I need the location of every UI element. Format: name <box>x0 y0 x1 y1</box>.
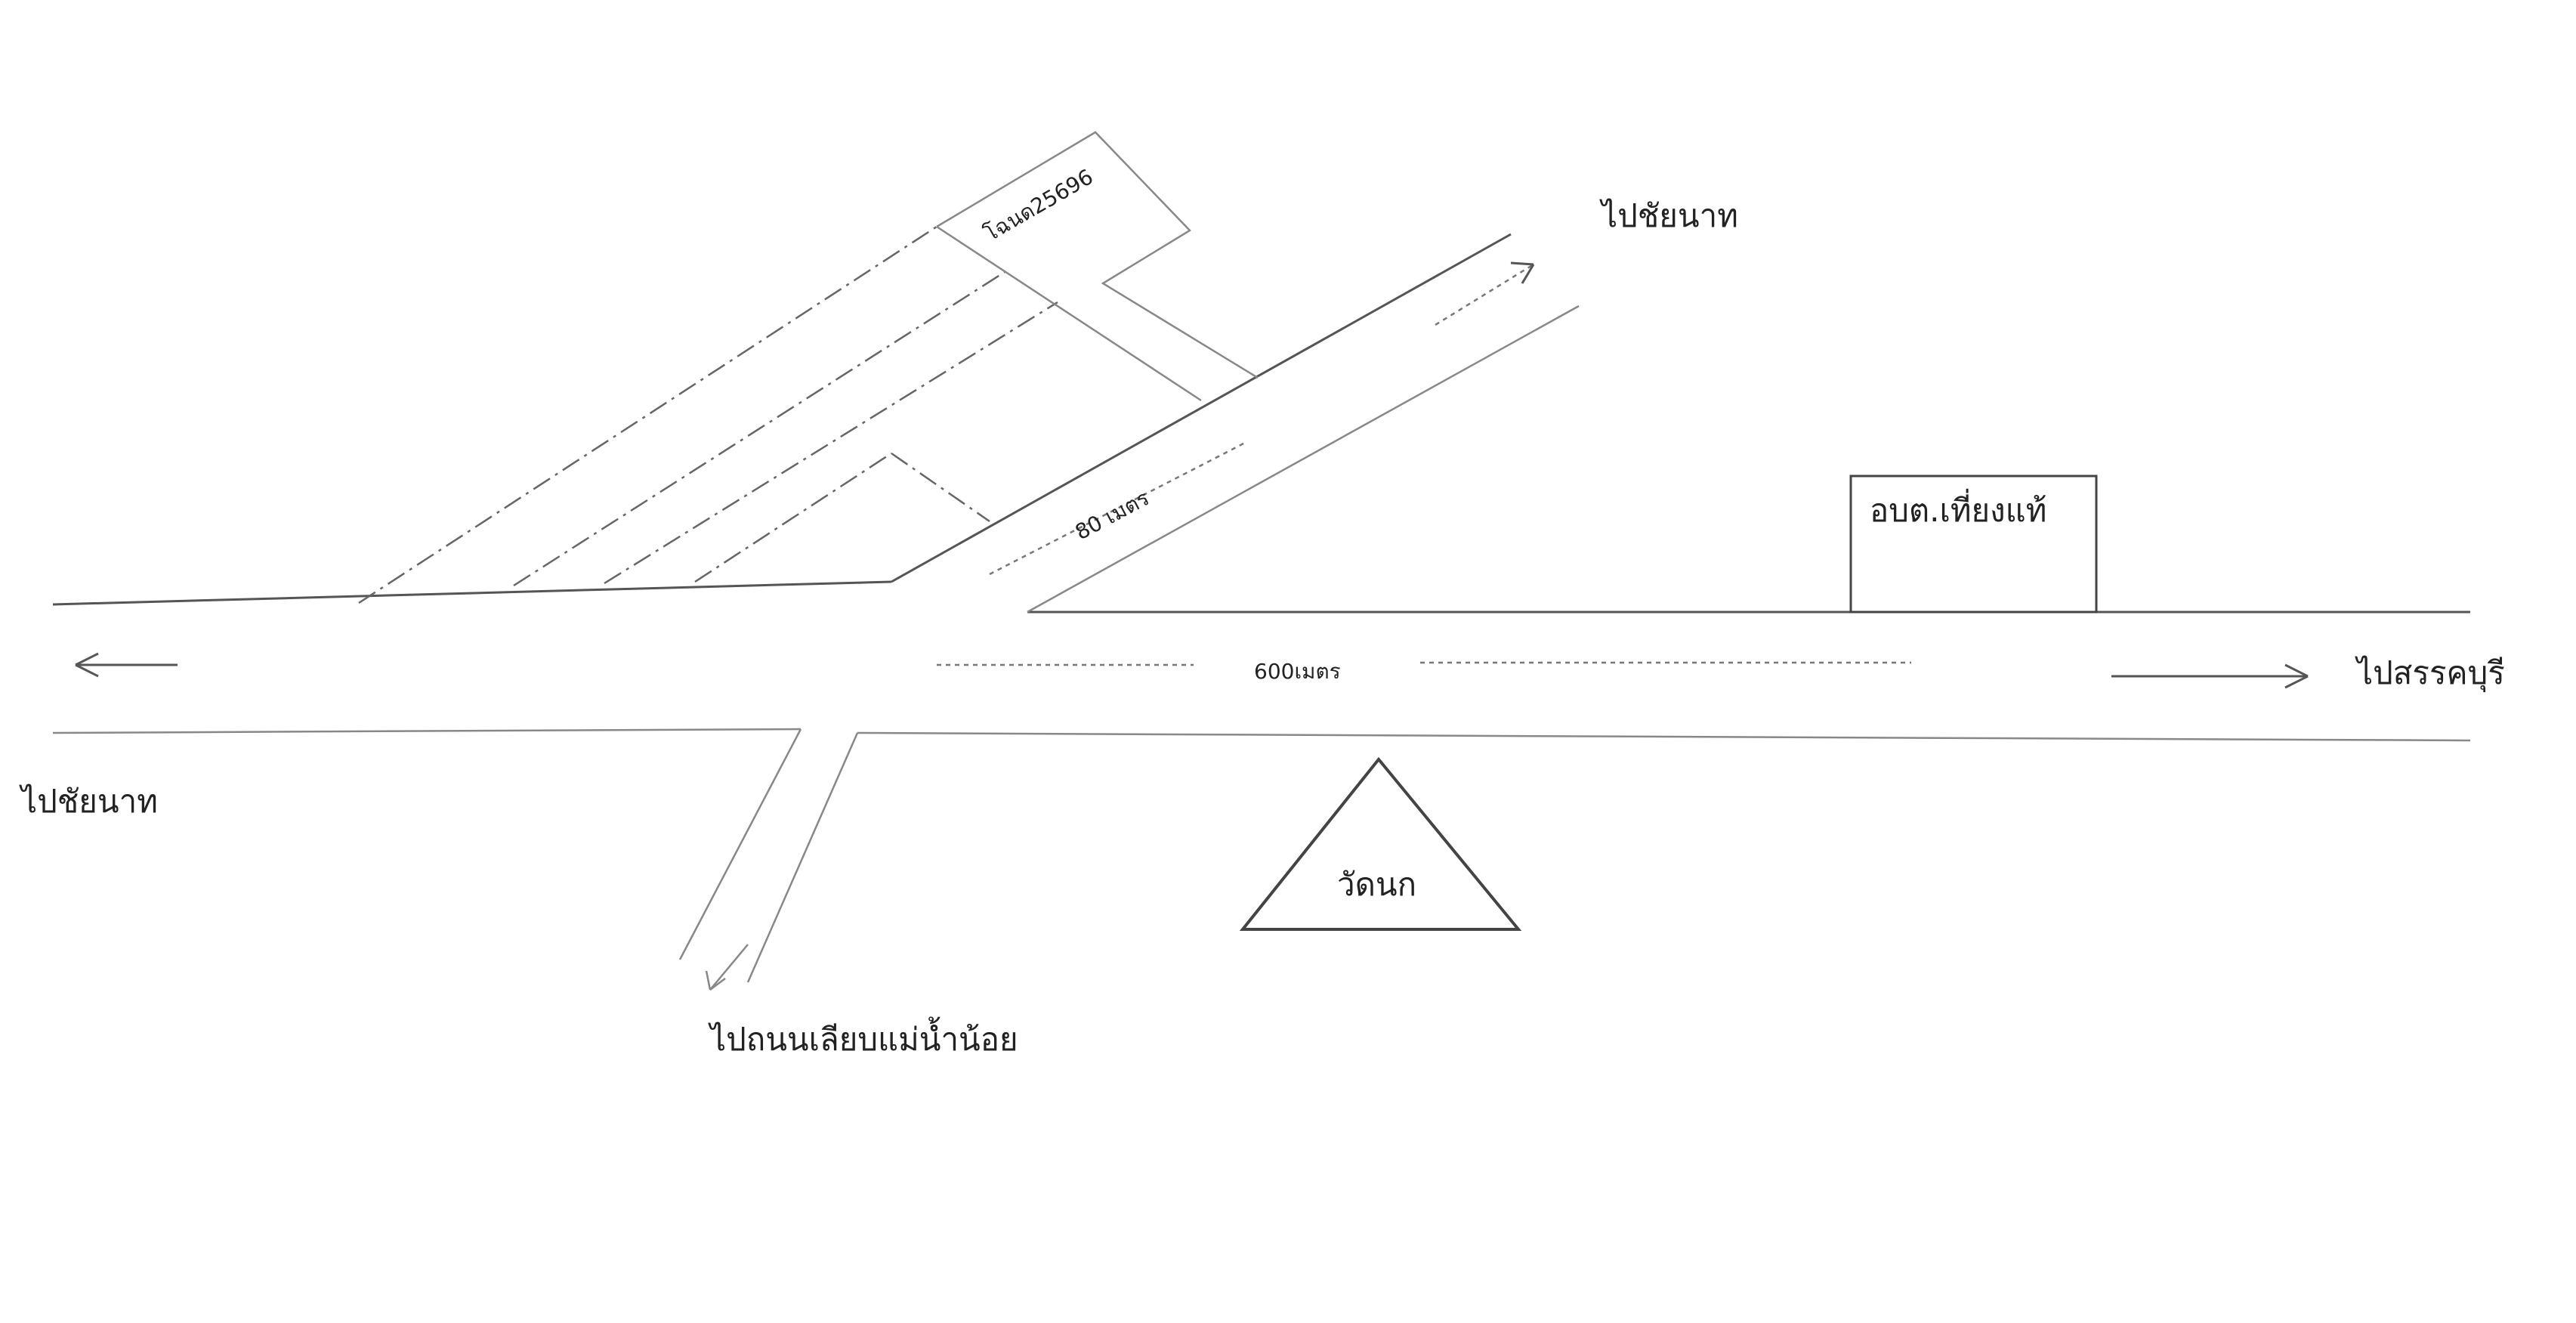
road-to-riverside <box>678 728 859 991</box>
tao-office-box <box>1849 474 2098 614</box>
label-tao-office: อบต.เที่ยงแท้ <box>1870 489 2046 529</box>
label-to-chainat-left: ไปชัยนาท <box>19 783 158 820</box>
label-deed: โฉนด25696 <box>980 164 1098 246</box>
label-to-riverside-road: ไปถนนเลียบแม่น้ำน้อย <box>708 1016 1018 1058</box>
parcel-lines <box>358 225 1058 604</box>
temple-triangle <box>1239 756 1522 931</box>
label-to-chainat-top: ไปชัยนาท <box>1599 197 1738 234</box>
label-to-suphanburi: ไปสรรคบุรี <box>2355 654 2505 693</box>
arrow-right-icon <box>2111 663 2309 689</box>
label-distance-80m: 80 เมตร <box>1071 485 1154 545</box>
label-temple: วัดนก <box>1337 866 1416 903</box>
main-road <box>52 580 2471 742</box>
main-road-centerline <box>937 661 1911 666</box>
diagonal-road-to-chainat <box>891 233 1580 614</box>
arrow-left-icon <box>75 652 178 678</box>
deed-parcel <box>936 131 1259 402</box>
label-distance-600m: 600เมตร <box>1254 659 1341 684</box>
